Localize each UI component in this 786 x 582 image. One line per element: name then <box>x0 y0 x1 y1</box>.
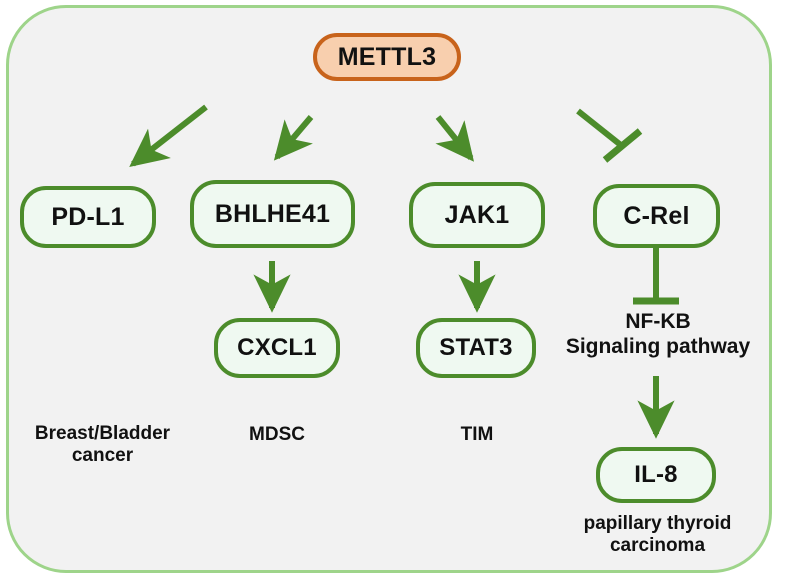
node-pd-l1[interactable]: PD-L1 <box>20 186 156 248</box>
node-c-rel-label: C-Rel <box>623 201 690 230</box>
node-il-8-label: IL-8 <box>634 461 678 488</box>
node-cxcl1-label: CXCL1 <box>237 334 317 361</box>
node-c-rel[interactable]: C-Rel <box>593 184 720 248</box>
label-nfkb-line2: Signaling pathway <box>565 334 751 358</box>
label-papillary-line2: carcinoma <box>609 535 706 557</box>
node-stat3-label: STAT3 <box>439 334 513 361</box>
label-nfkb-line1: NF-KB <box>625 310 691 333</box>
label-papillary-line1: papillary thyroid <box>583 513 732 534</box>
label-breast-bladder-line1: Breast/Bladder <box>34 423 171 444</box>
node-jak1[interactable]: JAK1 <box>409 182 545 248</box>
node-il-8[interactable]: IL-8 <box>596 447 716 503</box>
node-jak1-label: JAK1 <box>444 200 510 229</box>
label-mdsc: MDSC <box>249 424 305 445</box>
label-nfkb-signaling-pathway: NF-KB Signaling pathway <box>548 310 768 360</box>
label-breast-bladder-cancer: Breast/Bladder cancer <box>5 423 200 468</box>
node-bhlhe41[interactable]: BHLHE41 <box>190 180 355 248</box>
label-breast-bladder-line2: cancer <box>71 445 134 467</box>
node-bhlhe41-label: BHLHE41 <box>214 199 331 228</box>
label-tim: TIM <box>460 424 494 445</box>
node-mettl3[interactable]: METTL3 <box>313 33 461 81</box>
label-papillary-thyroid-carcinoma: papillary thyroid carcinoma <box>545 513 770 558</box>
node-mettl3-label: METTL3 <box>337 42 437 71</box>
node-cxcl1[interactable]: CXCL1 <box>214 318 340 378</box>
node-stat3[interactable]: STAT3 <box>416 318 536 378</box>
node-pd-l1-label: PD-L1 <box>51 202 125 231</box>
